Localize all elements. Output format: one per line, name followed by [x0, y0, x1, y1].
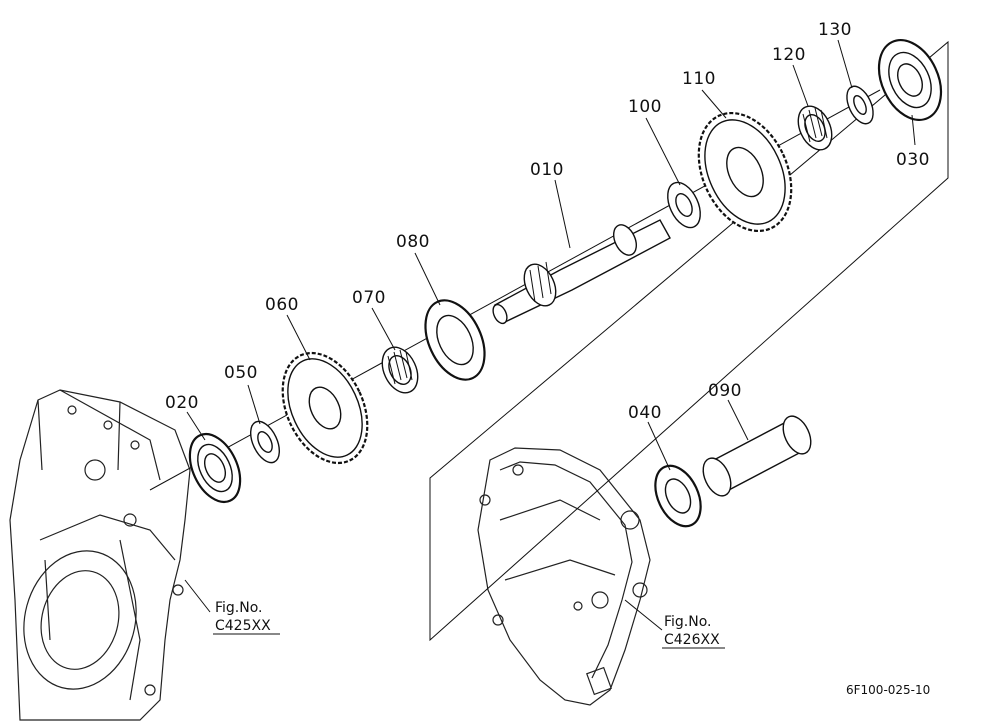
label-090: 090 [708, 381, 742, 401]
washer-050 [249, 420, 281, 464]
washer-130 [846, 85, 874, 125]
shaft-010 [492, 219, 671, 325]
sleeve-090 [702, 415, 812, 497]
label-100: 100 [628, 97, 662, 117]
label-060: 060 [265, 295, 299, 315]
seal-040 [654, 464, 702, 528]
figure-ref-left-line2: C425XX [215, 618, 271, 634]
figure-ref-right-line2: C426XX [664, 632, 720, 648]
figure-ref-right-line1: Fig.No. [664, 614, 712, 630]
gear-060 [281, 351, 369, 465]
label-030: 030 [896, 150, 930, 170]
leader-lines [184, 39, 916, 631]
gear-110 [697, 111, 793, 233]
collar-080 [424, 299, 486, 381]
label-130: 130 [818, 20, 852, 40]
needle-bearing-120 [797, 105, 833, 151]
washer-100 [667, 181, 701, 229]
label-040: 040 [628, 403, 662, 423]
label-050: 050 [224, 363, 258, 383]
figure-ref-left: Fig.No. C425XX [213, 600, 280, 635]
assembly-frame [429, 40, 949, 642]
figure-ref-left-line1: Fig.No. [215, 600, 263, 616]
bearing-030 [877, 39, 943, 121]
label-110: 110 [682, 69, 716, 89]
drawing-code: 6F100-025-10 [846, 683, 930, 697]
figure-ref-right: Fig.No. C426XX [662, 614, 725, 649]
label-010: 010 [530, 160, 564, 180]
label-120: 120 [772, 45, 806, 65]
label-020: 020 [165, 393, 199, 413]
needle-bearing-070 [381, 346, 419, 394]
label-080: 080 [396, 232, 430, 252]
bearing-020 [188, 432, 242, 504]
right-housing [477, 447, 651, 706]
label-070: 070 [352, 288, 386, 308]
left-housing [9, 389, 191, 721]
